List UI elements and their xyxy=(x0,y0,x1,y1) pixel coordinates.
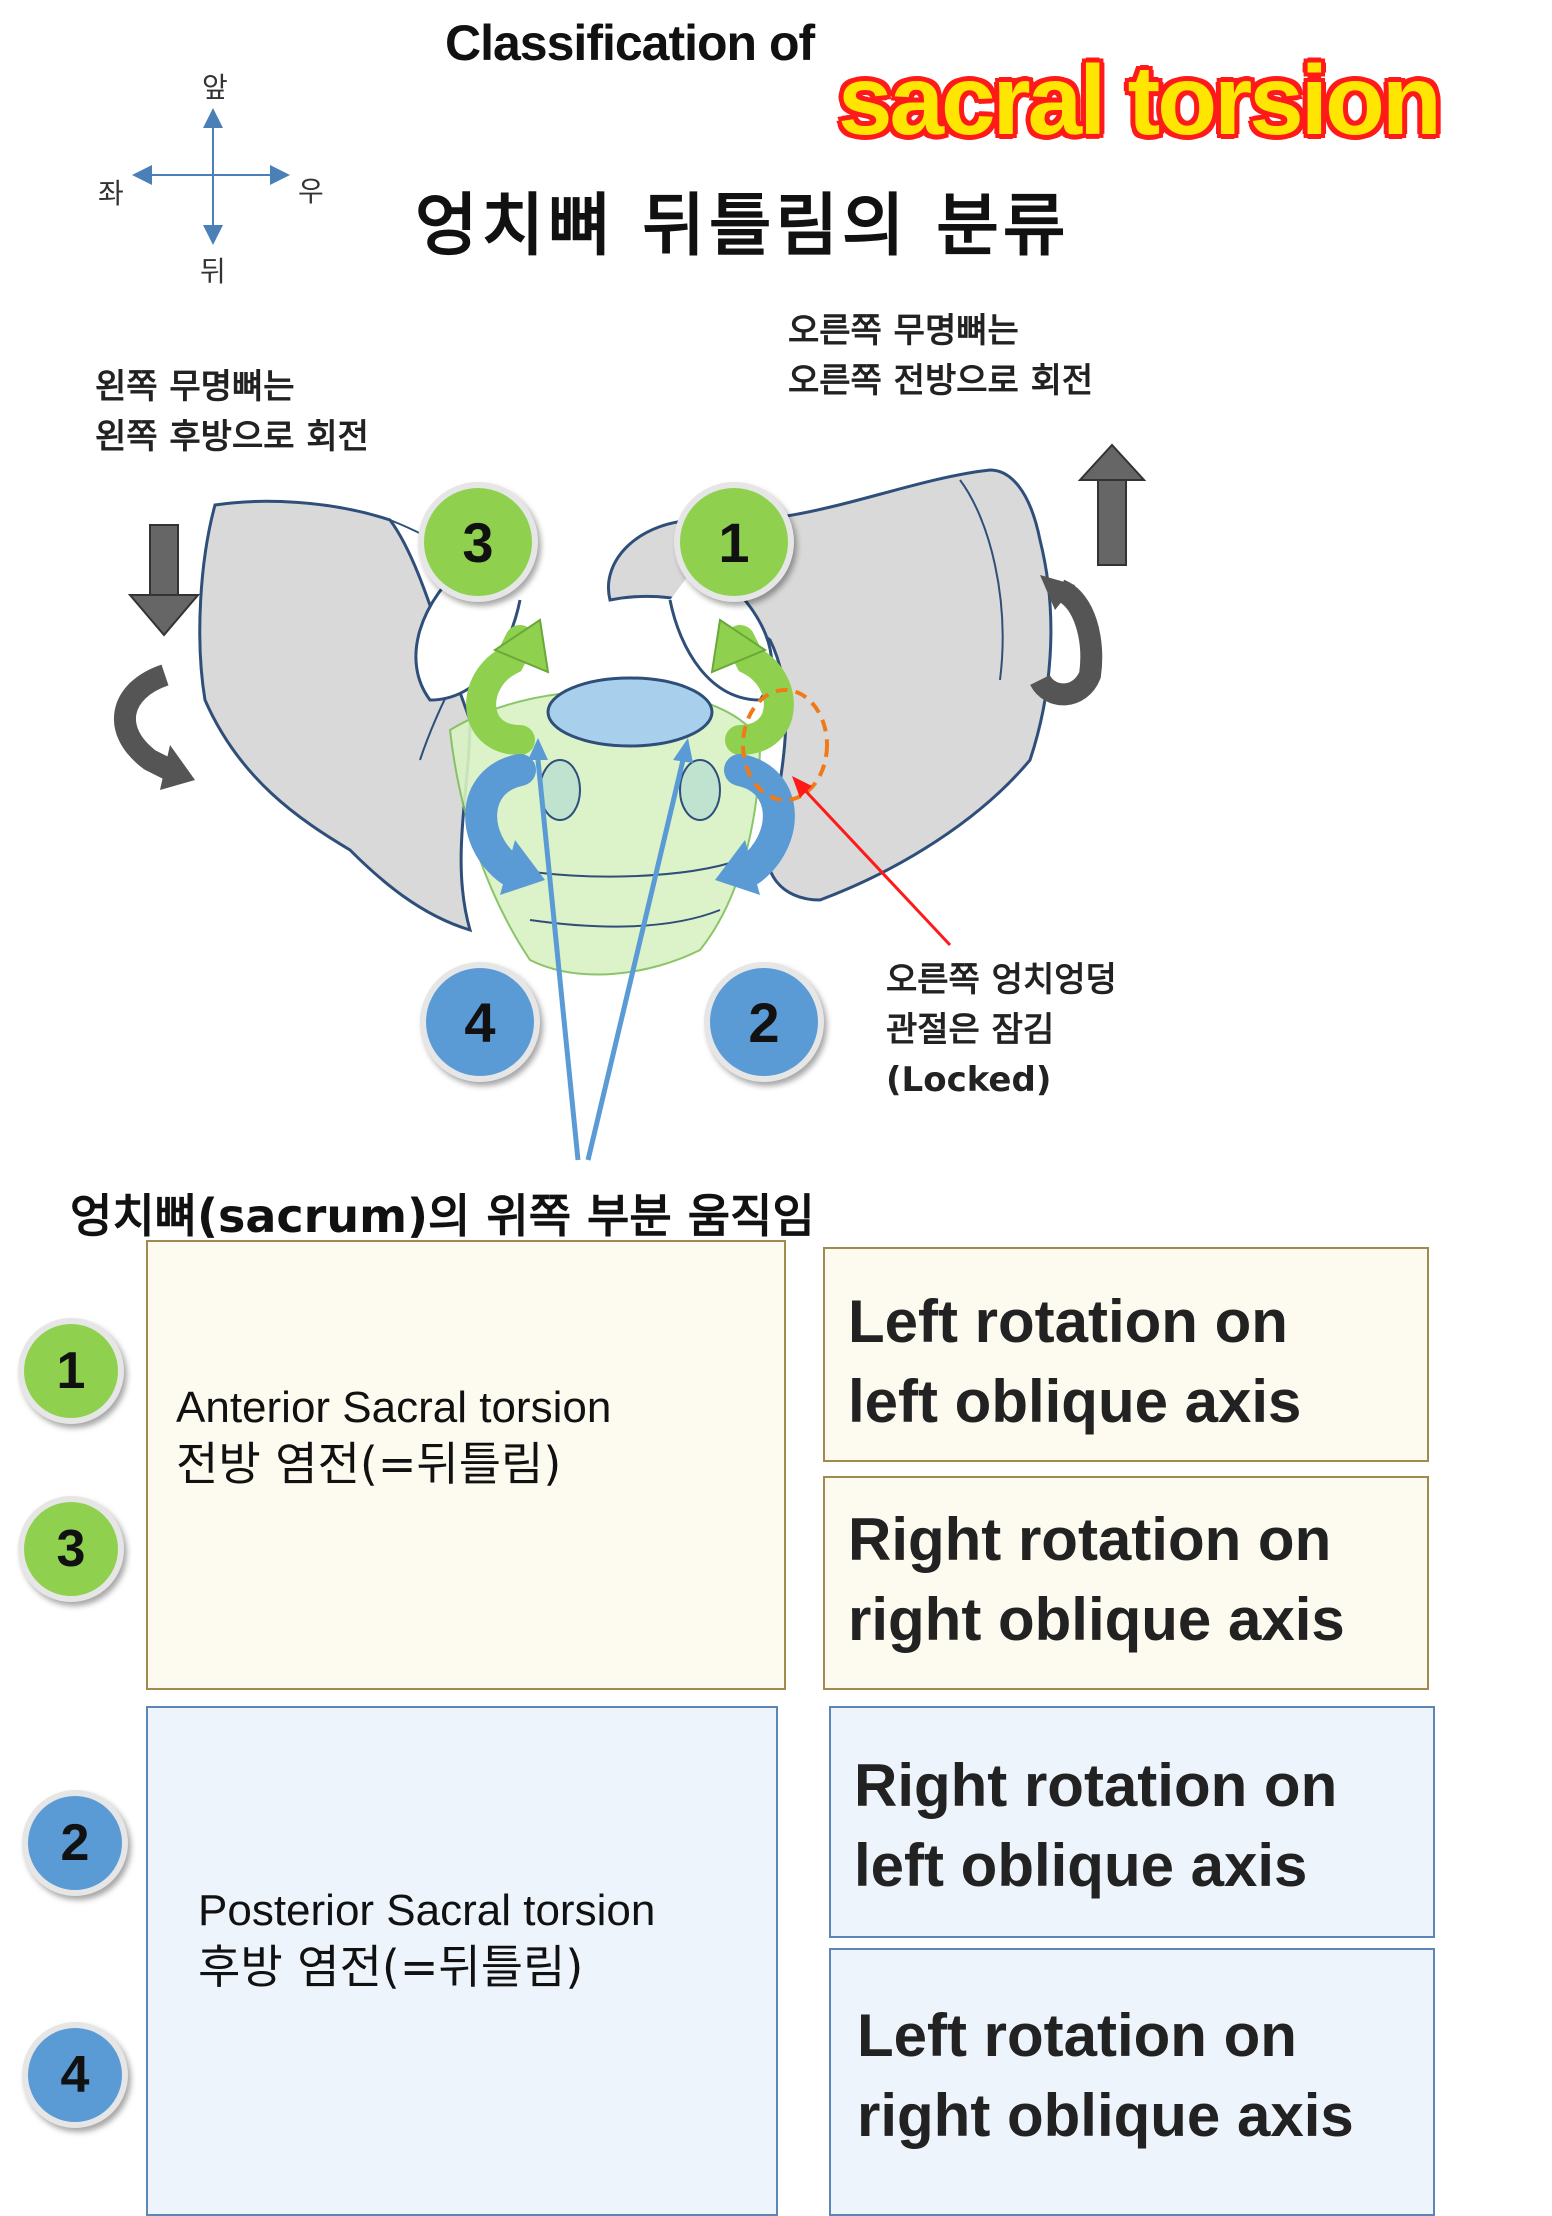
posterior-row1-box xyxy=(829,1706,1435,1938)
badge-2-table: 2 xyxy=(22,1790,128,1896)
green-curve-arrow-right xyxy=(725,625,794,755)
note-si-joint-locked: 오른쪽 엉치엉덩 관절은 잠김 (Locked) xyxy=(886,960,1117,1100)
badge-1-diagram: 1 xyxy=(674,482,794,602)
anterior-row2-text: Right rotation on right oblique axis xyxy=(848,1506,1345,1653)
anterior-row1-box xyxy=(823,1247,1429,1462)
compass-left: 좌 xyxy=(98,177,124,210)
green-curve-arrow-left xyxy=(466,625,535,755)
title-english: Classification of xyxy=(445,15,815,71)
title-korean: 엉치뼈 뒤틀림의 분류 xyxy=(415,187,1070,266)
badge-3-table: 3 xyxy=(18,1496,124,1602)
anterior-row1-text: Left rotation on left oblique axis xyxy=(848,1288,1302,1435)
gray-curve-arrow-left xyxy=(113,664,175,780)
blue-curve-arrow-left xyxy=(465,754,536,886)
badge-4-diagram: 4 xyxy=(420,962,540,1082)
pelvis-illustration xyxy=(113,443,1147,1161)
blue-curve-arrow-right xyxy=(724,754,795,886)
sacrum-caption: 엉치뼈(sacrum)의 위쪽 부분 움직임 xyxy=(70,1189,815,1243)
badge-4-table: 4 xyxy=(22,2022,128,2128)
note-right-innominate: 오른쪽 무명뼈는 오른쪽 전방으로 회전 xyxy=(788,311,1094,401)
badge-2-diagram: 2 xyxy=(704,962,824,1082)
title-accent: sacral torsion xyxy=(838,45,1442,155)
anterior-torsion-label: Anterior Sacral torsion 전방 염전(=뒤틀림) xyxy=(176,1383,612,1491)
posterior-torsion-label: Posterior Sacral torsion 후방 염전(=뒤틀림) xyxy=(198,1886,656,1994)
compass-front: 앞 xyxy=(202,71,228,104)
posterior-row2-text: Left rotation on right oblique axis xyxy=(857,2002,1354,2149)
compass-back: 뒤 xyxy=(200,255,226,288)
badge-3-diagram: 3 xyxy=(418,482,538,602)
anterior-row2-box xyxy=(823,1476,1429,1690)
note-left-innominate: 왼쪽 무명뼈는 왼쪽 후방으로 회전 xyxy=(95,367,369,457)
posterior-row2-box xyxy=(829,1948,1435,2216)
compass-arrows-icon xyxy=(132,108,290,245)
anterior-torsion-box xyxy=(146,1240,786,1690)
posterior-row1-text: Right rotation on left oblique axis xyxy=(854,1752,1338,1899)
compass-right: 우 xyxy=(298,175,324,208)
posterior-torsion-box xyxy=(146,1706,778,2216)
badge-1-table: 1 xyxy=(18,1318,124,1424)
gray-curve-arrow-right xyxy=(1030,579,1103,706)
vertebral-body xyxy=(546,676,714,748)
locked-joint-circle xyxy=(741,688,829,802)
